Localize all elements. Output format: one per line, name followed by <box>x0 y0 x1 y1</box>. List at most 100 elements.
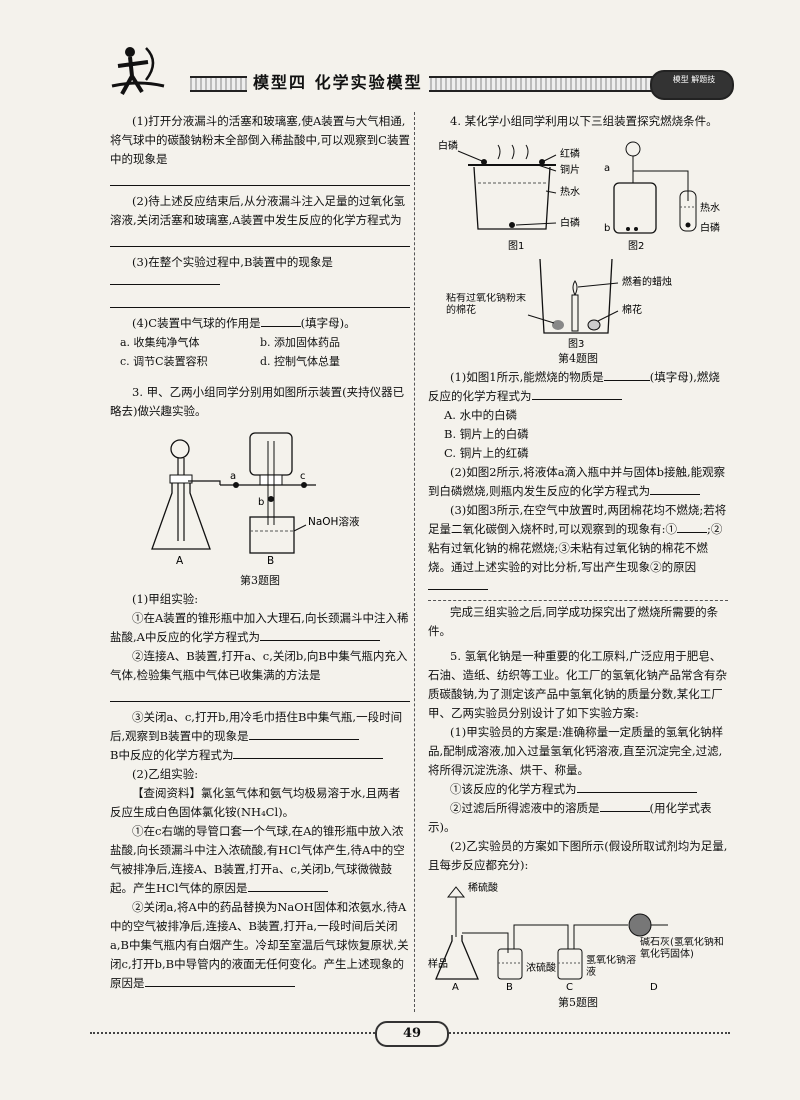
column-divider <box>414 112 415 1012</box>
f2-a-label: a <box>604 163 610 174</box>
q5-1: (1)甲实验员的方案是:准确称量一定质量的氢氧化钠样品,配制成溶液,加入过量氢氧… <box>428 725 724 777</box>
f1-tongpian-label: 铜片 <box>560 163 580 176</box>
page-footer: 49 <box>90 1018 730 1048</box>
answer-blank <box>576 792 697 793</box>
f2-caption: 图2 <box>628 240 644 252</box>
figure-3: a b c NaOH溶液 A B <box>110 421 410 571</box>
figure-4-top: 白磷 红磷 铜片 热水 白磷 图1 a b 热水 白磷 图2 <box>428 131 728 253</box>
f5-acid-label: 稀硫酸 <box>468 881 498 894</box>
f3-caption: 图3 <box>568 338 584 349</box>
answer-blank <box>603 380 650 381</box>
question-a4-tail: (填字母)。 <box>300 316 356 330</box>
page-number: 49 <box>375 1021 449 1047</box>
answer-blank <box>677 532 708 533</box>
jia-1: ①在A装置的锥形瓶中加入大理石,向长颈漏斗中注入稀盐酸,A中反应的化学方程式为 <box>110 611 409 644</box>
answer-line <box>110 293 410 308</box>
right-column: 4. 某化学小组同学利用以下三组装置探究燃烧条件。 白磷 红磷 铜片 热水 <box>428 112 728 1012</box>
fig3-a-label: A <box>176 555 184 567</box>
question-a2: (2)待上述反应结束后,从分液漏斗注入足量的过氧化氢溶液,关闭活塞和玻璃塞,A装… <box>110 194 405 227</box>
f5-d-label: D <box>650 982 658 993</box>
figure-5: 稀硫酸 样品 浓硫酸 氢氧化钠溶液 碱石灰(氢氧化钠和氧化钙固体) A B C … <box>428 875 728 993</box>
question-a3: (3)在整个实验过程中,B装置中的现象是 <box>132 255 333 269</box>
answer-blank <box>428 589 488 590</box>
f3-cotton-label: 棉花 <box>622 303 642 316</box>
answer-blank <box>260 326 301 327</box>
answer-blank <box>531 399 622 400</box>
f1-baipin2-label: 白磷 <box>560 216 580 229</box>
answer-blank <box>259 640 380 641</box>
answer-blank <box>599 811 650 812</box>
figure-3-caption: 第3题图 <box>240 574 280 587</box>
f5-sample-label: 样品 <box>428 957 448 970</box>
yi-1: ①在c右端的导管口套一个气球,在A的锥形瓶中放入浓盐酸,向长颈漏斗中注入浓硫酸,… <box>110 824 405 895</box>
answer-line <box>110 232 410 247</box>
q5-2: (2)乙实验员的方案如下图所示(假设所取试剂均为足量,且每步反应都充分): <box>428 839 728 872</box>
q4-option-b: B. 铜片上的白磷 <box>444 427 529 441</box>
answer-blank <box>650 494 701 495</box>
option-c: c. 调节C装置容积 <box>120 355 208 368</box>
f1-hongpin-label: 红磷 <box>560 147 580 160</box>
q5-1b: ②过滤后所得滤液中的溶质是 <box>450 801 600 815</box>
answer-line <box>110 171 410 186</box>
q4-3b: ;②粘有过氧化钠的棉花燃烧;③未粘有过氧化钠的棉花不燃烧。通过上述实验的对比分析… <box>428 522 723 574</box>
f5-h2so4-label: 浓硫酸 <box>526 961 556 974</box>
fig3-label-b: b <box>258 497 264 508</box>
q4-option-a: A. 水中的白磷 <box>444 408 518 422</box>
jia-heading: (1)甲组实验: <box>132 592 199 606</box>
f1-reshui-label: 热水 <box>560 185 580 198</box>
answer-line <box>110 687 410 702</box>
jia-3b: B中反应的化学方程式为 <box>110 748 234 762</box>
f1-caption: 图1 <box>508 240 524 252</box>
question-a4: (4)C装置中气球的作用是 <box>132 316 261 330</box>
yi-reference: 【查阅资料】氯化氢气体和氨气均极易溶于水,且两者反应生成白色固体氯化铵(NH₄C… <box>110 786 401 819</box>
option-a: a. 收集纯净气体 <box>120 336 200 349</box>
f3-left-label: 粘有过氧化钠粉末的棉花 <box>446 293 526 316</box>
page-header: 模型四 化学实验模型 模型 解题技 <box>95 62 735 102</box>
jia-2: ②连接A、B装置,打开a、c,关闭b,向B中集气瓶内充入气体,检验集气瓶中气体已… <box>110 649 408 682</box>
q4-1: (1)如图1所示,能燃烧的物质是 <box>450 370 604 384</box>
f2-b-label: b <box>604 223 610 234</box>
header-title: 模型四 化学实验模型 <box>247 69 429 93</box>
jia-3: ③关闭a、c,打开b,用冷毛巾捂住B中集气瓶,一段时间后,观察到B装置中的现象是 <box>110 710 403 743</box>
question-a1: (1)打开分液漏斗的活塞和玻璃塞,使A装置与大气相通,将气球中的碳酸钠粉末全部倒… <box>110 114 410 166</box>
fig3-naoh-label: NaOH溶液 <box>308 515 360 528</box>
fig3-b-label: B <box>267 555 274 567</box>
yi-2: ②关闭a,将A中的药品替换为NaOH固体和浓氨水,待A中的空气被排净后,连接A、… <box>110 900 409 990</box>
option-b: b. 添加固体药品 <box>260 336 341 349</box>
f5-naoh-label: 氢氧化钠溶液 <box>586 955 636 978</box>
q5-1a: ①该反应的化学方程式为 <box>450 782 577 796</box>
f3-candle-label: 燃着的蜡烛 <box>622 275 672 288</box>
q5-intro: 5. 氢氧化钠是一种重要的化工原料,广泛应用于肥皂、石油、造纸、纺织等工业。化工… <box>428 649 727 720</box>
header-badge-text: 模型 解题技 <box>672 75 716 84</box>
answer-blank <box>144 986 295 987</box>
q4-option-c: C. 铜片上的红磷 <box>444 446 529 460</box>
f5-b-label: B <box>506 982 513 993</box>
fig3-label-c: c <box>300 471 306 482</box>
figure-5-drawing: 稀硫酸 样品 浓硫酸 氢氧化钠溶液 碱石灰(氢氧化钠和氧化钙固体) A B C … <box>428 881 724 993</box>
figure-4-bottom: 燃着的蜡烛 棉花 粘有过氧化钠粉末的棉花 图3 <box>428 253 728 350</box>
f5-a-label: A <box>452 982 459 993</box>
q4-figure-caption: 第4题图 <box>558 352 598 365</box>
q4-end: 完成三组实验之后,同学成功探究出了燃烧所需要的条件。 <box>428 605 719 638</box>
q4-3: (3)如图3所示,在空气中放置时,两团棉花均不燃烧;若将足量二氧化碳倒入烧杯时,… <box>428 503 727 536</box>
q4-1-tail: (填字母),燃烧反应的化学方程式为 <box>428 370 720 403</box>
answer-blank <box>248 739 359 740</box>
answer-blank <box>233 758 384 759</box>
option-d: d. 控制气体总量 <box>260 355 341 368</box>
fig3-label-a: a <box>230 471 236 482</box>
figure-4-drawing-3: 燃着的蜡烛 棉花 粘有过氧化钠粉末的棉花 图3 <box>446 258 672 350</box>
q4-intro: 4. 某化学小组同学利用以下三组装置探究燃烧条件。 <box>450 114 718 128</box>
f5-lime-label: 碱石灰(氢氧化钠和氧化钙固体) <box>640 937 724 960</box>
q5-1b-tail: (用化学式表示)。 <box>428 801 712 834</box>
figure-5-caption: 第5题图 <box>558 996 598 1009</box>
figure-4-drawing-1-2: 白磷 红磷 铜片 热水 白磷 图1 a b 热水 白磷 图2 <box>438 139 720 252</box>
yi-heading: (2)乙组实验: <box>132 767 199 781</box>
q3-intro: 3. 甲、乙两小组同学分别用如图所示装置(夹持仪器已略去)做兴趣实验。 <box>110 385 405 418</box>
q4-2: (2)如图2所示,将液体a滴入瓶中并与固体b接触,能观察到白磷燃烧,则瓶内发生反… <box>428 465 726 498</box>
f1-baipin-label: 白磷 <box>438 139 458 152</box>
archer-logo-icon <box>111 47 165 95</box>
left-column: (1)打开分液漏斗的活塞和玻璃塞,使A装置与大气相通,将气球中的碳酸钠粉末全部倒… <box>110 112 410 993</box>
f2-reshui-label: 热水 <box>700 201 720 214</box>
f5-c-label: C <box>566 982 573 993</box>
